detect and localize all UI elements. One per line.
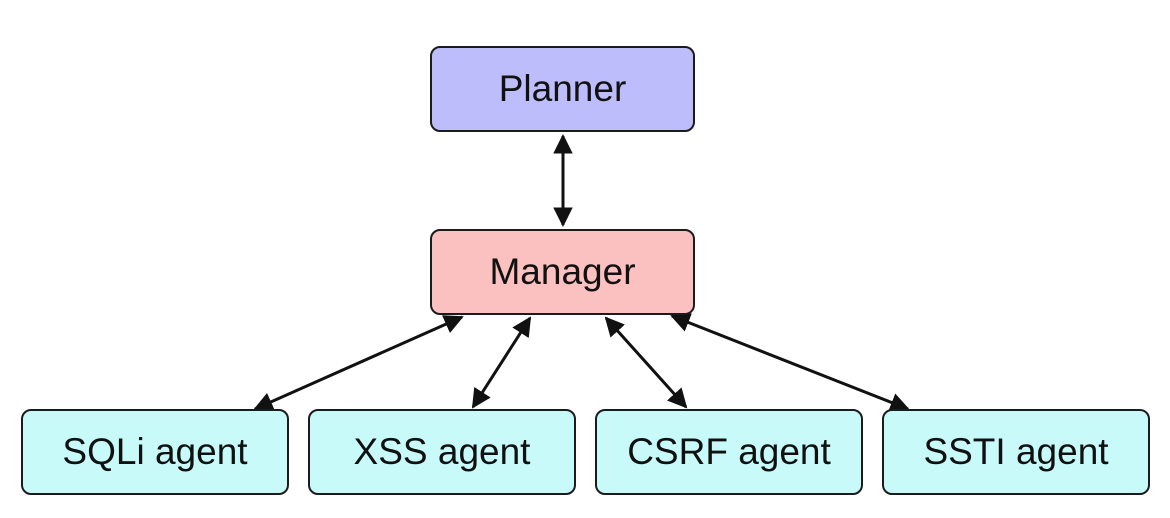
csrf-agent-node: CSRF agent <box>595 409 863 495</box>
edge-manager-xss-agent <box>471 316 532 409</box>
xss-agent-node: XSS agent <box>308 409 576 495</box>
edge-manager-csrf-agent <box>604 316 688 409</box>
sqli-agent-label: SQLi agent <box>62 431 248 472</box>
edge-manager-sqli-agent <box>253 315 464 411</box>
ssti-agent-label: SSTI agent <box>923 431 1109 472</box>
planner-label: Planner <box>498 68 627 109</box>
sqli-agent-node: SQLi agent <box>21 409 289 495</box>
xss-agent-label: XSS agent <box>353 431 531 472</box>
ssti-agent-node: SSTI agent <box>882 409 1150 495</box>
manager-node: Manager <box>430 229 695 315</box>
csrf-agent-label: CSRF agent <box>627 431 831 472</box>
planner-node: Planner <box>430 46 695 132</box>
manager-label: Manager <box>489 251 636 292</box>
edge-manager-ssti-agent <box>670 313 910 412</box>
